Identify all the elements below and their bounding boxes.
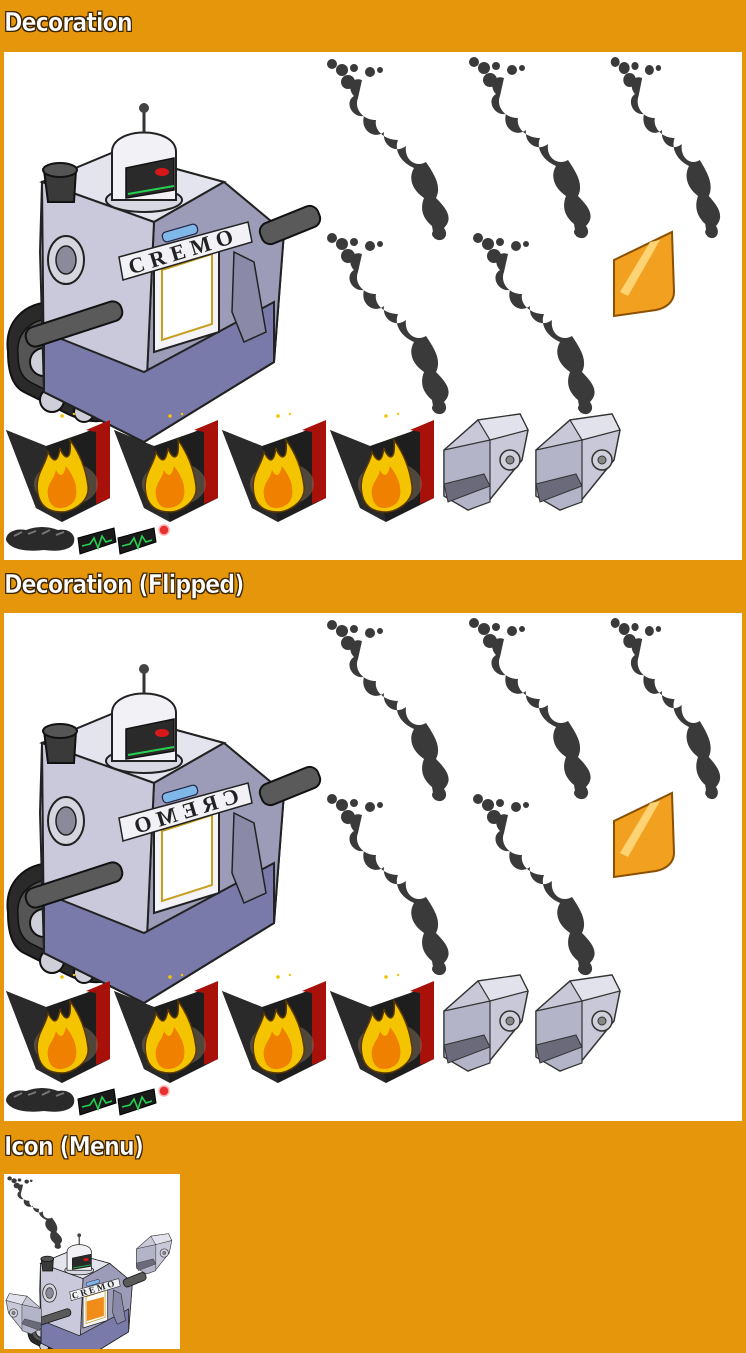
cremo-machine-icon: CREMO	[5, 101, 325, 444]
monitor-heartbeat-icon	[117, 1088, 157, 1116]
smoke-puff-icon	[473, 794, 595, 976]
smoke-puff-icon	[327, 620, 449, 802]
claw-arm-icon	[535, 974, 621, 1072]
charcoal-scrap-icon	[5, 1087, 76, 1113]
glass-pane-icon	[613, 230, 676, 318]
smoke-puff-icon	[327, 59, 449, 241]
smoke-puff-icon	[469, 57, 591, 239]
fire-frame-icon	[221, 412, 327, 523]
claw-arm-icon	[535, 413, 621, 511]
smoke-puff-icon	[610, 618, 721, 800]
smoke-puff-icon	[610, 57, 721, 239]
smoke-puff-icon	[473, 233, 595, 415]
glass-pane-icon	[613, 791, 676, 879]
monitor-heartbeat-icon	[77, 1088, 117, 1116]
red-led-icon	[158, 524, 170, 536]
charcoal-scrap-icon	[5, 526, 76, 552]
fire-frame-icon	[329, 412, 435, 523]
section-title-decoration: Decoration	[4, 8, 133, 38]
cremo-menu-icon: CREMO	[5, 1176, 173, 1349]
fire-frame-icon	[329, 973, 435, 1084]
sprite-sheet-decoration-flipped: CREMO	[4, 613, 742, 1121]
claw-arm-icon	[443, 413, 529, 511]
red-led-icon	[158, 1085, 170, 1097]
fire-frame-icon	[5, 412, 111, 523]
menu-icon-panel: CREMO	[4, 1174, 180, 1349]
sprite-sheet-decoration: CREMO	[4, 52, 742, 560]
fire-frame-icon	[221, 973, 327, 1084]
fire-frame-icon	[5, 973, 111, 1084]
smoke-puff-icon	[469, 618, 591, 800]
monitor-heartbeat-icon	[117, 527, 157, 555]
section-title-icon-menu: Icon (Menu)	[4, 1132, 145, 1162]
section-title-decoration-flipped: Decoration (Flipped)	[4, 570, 245, 600]
cremo-machine-icon: CREMO	[5, 662, 325, 1005]
smoke-puff-icon	[327, 233, 449, 415]
monitor-heartbeat-icon	[77, 527, 117, 555]
claw-arm-icon	[443, 974, 529, 1072]
smoke-puff-icon	[327, 794, 449, 976]
